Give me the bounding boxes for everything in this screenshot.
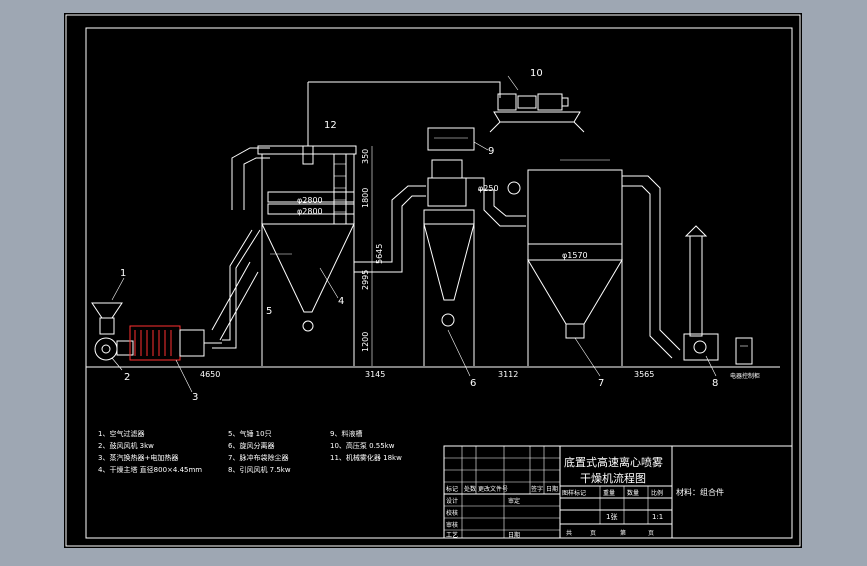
legend: 1、空气过滤器 2、鼓风风机 3kw 3、蒸汽换热器+电加热器 4、干燥主塔 直… — [98, 429, 402, 474]
cyclone-separator — [423, 159, 475, 377]
sheet-count: 页 — [648, 530, 654, 537]
hot-air-duct — [211, 147, 270, 349]
legend-item: 4、干燥主塔 直径800×4.45mm — [98, 465, 202, 474]
feed-tank — [427, 127, 489, 151]
feed-pipe — [308, 81, 501, 98]
legend-item: 9、料液槽 — [330, 429, 362, 438]
row-cell: 标记 — [446, 485, 458, 493]
heat-exchanger — [129, 325, 222, 393]
horiz-dim-2: 3112 — [498, 370, 518, 379]
vert-dim-3: 2995 — [361, 270, 370, 290]
legend-item: 5、气锤 10只 — [228, 429, 272, 438]
diameter-top-label: φ2800 — [297, 196, 323, 205]
horiz-dim-1: 3145 — [365, 370, 385, 379]
material-label: 材料：组合件 — [676, 487, 724, 497]
horiz-dim-0: 4650 — [200, 370, 220, 379]
title-block — [443, 445, 793, 539]
ladder — [333, 154, 347, 224]
sheet-count: 共 — [566, 529, 572, 537]
row-cell: 更改文件号 — [478, 485, 508, 493]
legend-item: 11、机械雾化器 18kw — [330, 453, 402, 462]
tower-to-cyclone-duct — [354, 185, 426, 273]
vert-dim-4: 1200 — [361, 332, 370, 352]
scale-cell: 1:1 — [652, 513, 663, 521]
sign-label: 审核 — [446, 521, 458, 529]
sign-label: 工艺 — [446, 531, 458, 539]
header-cell: 数量 — [627, 489, 639, 497]
header-cell: 重量 — [603, 489, 615, 497]
sign-label: 审定 — [508, 497, 520, 505]
callout-6: 6 — [470, 378, 476, 389]
control-cabinet — [735, 337, 753, 365]
sheet-count: 第 — [620, 529, 626, 537]
blower-fan — [94, 337, 134, 371]
callout-12: 12 — [324, 120, 337, 131]
outer-border — [65, 14, 801, 547]
row-cell: 日期 — [546, 485, 558, 493]
callout-8: 8 — [712, 378, 718, 389]
vert-dim-1: 1800 — [361, 188, 370, 208]
control-cabinet-label: 电器控制柜 — [730, 372, 760, 380]
exhaust-duct — [622, 175, 681, 359]
legend-item: 6、旋风分离器 — [228, 441, 274, 450]
sheet-count: 页 — [590, 530, 596, 537]
legend-item: 8、引风风机 7.5kw — [228, 465, 291, 474]
legend-item: 2、鼓风风机 3kw — [98, 441, 154, 450]
row-cell: 处数 — [464, 485, 476, 493]
sign-label: 校核 — [446, 509, 458, 517]
air-filter — [91, 277, 125, 335]
title-line-1: 底置式高速离心喷雾 — [564, 455, 663, 469]
header-cell: 图样标记 — [562, 489, 586, 497]
legend-item: 7、脉冲布袋除尘器 — [228, 453, 288, 462]
callout-9: 9 — [488, 146, 494, 157]
induced-draft-fan — [683, 225, 719, 377]
vert-dim-2: 5645 — [375, 244, 384, 264]
paper — [64, 13, 802, 548]
sign-label: 设计 — [446, 497, 458, 505]
high-pressure-pump — [489, 75, 585, 133]
cyclone-to-filter-duct — [466, 177, 526, 227]
sheets-cell: 1张 — [606, 512, 617, 521]
callout-3: 3 — [192, 392, 198, 403]
callout-10: 10 — [530, 68, 543, 79]
callout-4: 4 — [338, 296, 344, 307]
callout-2: 2 — [124, 372, 130, 383]
callout-5: 5 — [266, 306, 272, 317]
diameter-pipe-label: φ250 — [478, 184, 499, 193]
horiz-dim-3: 3565 — [634, 370, 654, 379]
callout-1: 1 — [120, 268, 126, 279]
sign-label: 日期 — [508, 531, 520, 539]
diameter-mid-label: φ2800 — [297, 207, 323, 216]
title-line-2: 干燥机流程图 — [580, 471, 646, 485]
vert-dim-0: 350 — [361, 149, 370, 164]
row-cell: 签字 — [531, 485, 543, 493]
inner-border — [85, 27, 793, 539]
callout-7: 7 — [598, 378, 604, 389]
header-cell: 比例 — [651, 489, 663, 497]
atomizer — [302, 82, 314, 165]
legend-item: 1、空气过滤器 — [98, 429, 144, 438]
bag-filter — [527, 159, 623, 377]
legend-item: 3、蒸汽换热器+电加热器 — [98, 453, 178, 462]
legend-item: 10、高压泵 0.55kw — [330, 441, 395, 450]
diameter-filter-label: φ1570 — [562, 251, 588, 260]
